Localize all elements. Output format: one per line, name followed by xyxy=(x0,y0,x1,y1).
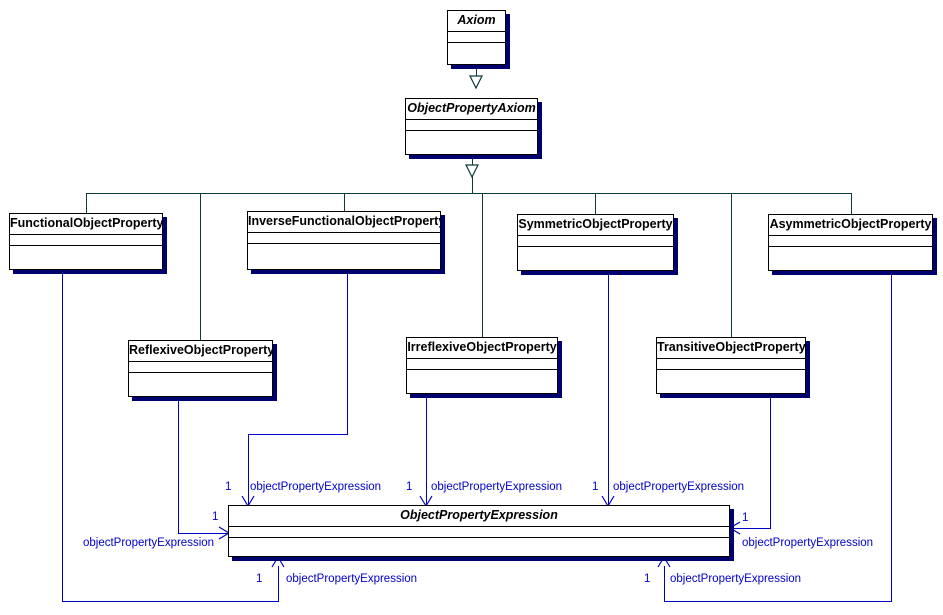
class-name-objectpropertyexpression: ObjectPropertyExpression xyxy=(229,506,729,527)
generalization-drop-functional xyxy=(86,193,87,213)
assoc-symmetric-seg-down xyxy=(608,271,609,505)
assoc-transitive-seg-down xyxy=(770,394,771,528)
class-name-axiom: Axiom xyxy=(448,11,505,32)
class-attributes-symmetricobjectproperty xyxy=(518,236,673,247)
assoc-functional-seg-down xyxy=(62,270,63,601)
class-name-reflexiveobjectproperty: ReflexiveObjectProperty xyxy=(129,341,272,362)
class-name-asymmetricobjectproperty: AsymmetricObjectProperty xyxy=(769,215,932,236)
assoc-reflexive-seg-right xyxy=(178,533,229,534)
multiplicity-inversefunctional: 1 xyxy=(225,481,232,493)
class-name-transitiveobjectproperty: TransitiveObjectProperty xyxy=(657,338,805,359)
class-attributes-functionalobjectproperty xyxy=(10,235,162,246)
class-box-transitiveobjectproperty[interactable]: TransitiveObjectProperty xyxy=(656,337,806,394)
generalization-drop-inversefunctional xyxy=(344,193,345,211)
class-name-inversefunctionalobjectproperty: InverseFunctionalObjectProperty xyxy=(248,212,440,233)
assoc-inversefunctional-seg-left xyxy=(248,434,348,435)
class-operations-irreflexiveobjectproperty xyxy=(407,370,557,371)
assoc-reflexive-seg-down xyxy=(178,397,179,533)
generalization-drop-symmetric xyxy=(595,193,596,214)
class-box-functionalobjectproperty[interactable]: FunctionalObjectProperty xyxy=(9,213,163,270)
assoc-irreflexive-seg-down xyxy=(426,394,427,505)
class-attributes-objectpropertyexpression xyxy=(229,527,729,538)
assoc-functional-seg-up xyxy=(278,566,279,602)
class-box-asymmetricobjectproperty[interactable]: AsymmetricObjectProperty xyxy=(768,214,933,271)
multiplicity-symmetric: 1 xyxy=(592,481,599,493)
class-attributes-asymmetricobjectproperty xyxy=(769,236,932,247)
generalization-tree-bar xyxy=(86,193,852,194)
generalization-line-opaxiom-to-axiom xyxy=(476,65,477,88)
multiplicity-irreflexive: 1 xyxy=(406,481,413,493)
assoc-asymmetric-seg-left xyxy=(664,601,892,602)
class-box-reflexiveobjectproperty[interactable]: ReflexiveObjectProperty xyxy=(128,340,273,397)
assoc-functional-seg-right xyxy=(62,601,279,602)
multiplicity-functional: 1 xyxy=(256,573,263,585)
assoc-inversefunctional-seg-down2 xyxy=(248,434,249,505)
class-box-irreflexiveobjectproperty[interactable]: IrreflexiveObjectProperty xyxy=(406,337,558,394)
class-operations-objectpropertyaxiom xyxy=(406,131,537,132)
assoc-label-irreflexive: objectPropertyExpression xyxy=(431,481,563,493)
multiplicity-asymmetric: 1 xyxy=(644,573,651,585)
generalization-line-tree-stem-lower xyxy=(472,167,473,193)
class-name-symmetricobjectproperty: SymmetricObjectProperty xyxy=(518,215,673,236)
class-operations-transitiveobjectproperty xyxy=(657,370,805,371)
class-attributes-axiom xyxy=(448,32,505,43)
assoc-label-asymmetric: objectPropertyExpression xyxy=(670,573,802,585)
class-attributes-transitiveobjectproperty xyxy=(657,359,805,370)
assoc-asymmetric-seg-down xyxy=(891,271,892,602)
class-box-objectpropertyaxiom[interactable]: ObjectPropertyAxiom xyxy=(405,98,538,155)
class-attributes-irreflexiveobjectproperty xyxy=(407,359,557,370)
assoc-label-functional: objectPropertyExpression xyxy=(286,573,418,585)
class-operations-axiom xyxy=(448,43,505,44)
generalization-drop-reflexive xyxy=(200,193,201,340)
class-attributes-reflexiveobjectproperty xyxy=(129,362,272,373)
class-name-irreflexiveobjectproperty: IrreflexiveObjectProperty xyxy=(407,338,557,359)
class-box-symmetricobjectproperty[interactable]: SymmetricObjectProperty xyxy=(517,214,674,271)
class-box-objectpropertyexpression[interactable]: ObjectPropertyExpression xyxy=(228,505,730,557)
assoc-label-reflexive: objectPropertyExpression xyxy=(83,537,215,549)
class-box-inversefunctionalobjectproperty[interactable]: InverseFunctionalObjectProperty xyxy=(247,211,441,270)
class-name-objectpropertyaxiom: ObjectPropertyAxiom xyxy=(406,99,537,120)
multiplicity-reflexive: 1 xyxy=(212,511,219,523)
class-operations-inversefunctionalobjectproperty xyxy=(248,244,440,245)
generalization-drop-transitive xyxy=(731,193,732,337)
class-operations-asymmetricobjectproperty xyxy=(769,247,932,248)
class-attributes-objectpropertyaxiom xyxy=(406,120,537,131)
assoc-label-transitive: objectPropertyExpression xyxy=(742,537,874,549)
assoc-inversefunctional-seg-down xyxy=(347,270,348,435)
assoc-asymmetric-seg-up xyxy=(664,566,665,602)
class-attributes-inversefunctionalobjectproperty xyxy=(248,233,440,244)
class-box-axiom[interactable]: Axiom xyxy=(447,10,506,65)
generalization-drop-asymmetric xyxy=(851,193,852,214)
assoc-transitive-seg-left xyxy=(731,528,771,529)
multiplicity-transitive: 1 xyxy=(742,512,749,524)
assoc-label-symmetric: objectPropertyExpression xyxy=(613,481,745,493)
class-operations-reflexiveobjectproperty xyxy=(129,373,272,374)
class-operations-functionalobjectproperty xyxy=(10,246,162,247)
class-name-functionalobjectproperty: FunctionalObjectProperty xyxy=(10,214,162,235)
class-operations-symmetricobjectproperty xyxy=(518,247,673,248)
generalization-drop-irreflexive xyxy=(482,193,483,337)
class-operations-objectpropertyexpression xyxy=(229,538,729,539)
assoc-label-inversefunctional: objectPropertyExpression xyxy=(250,481,382,493)
